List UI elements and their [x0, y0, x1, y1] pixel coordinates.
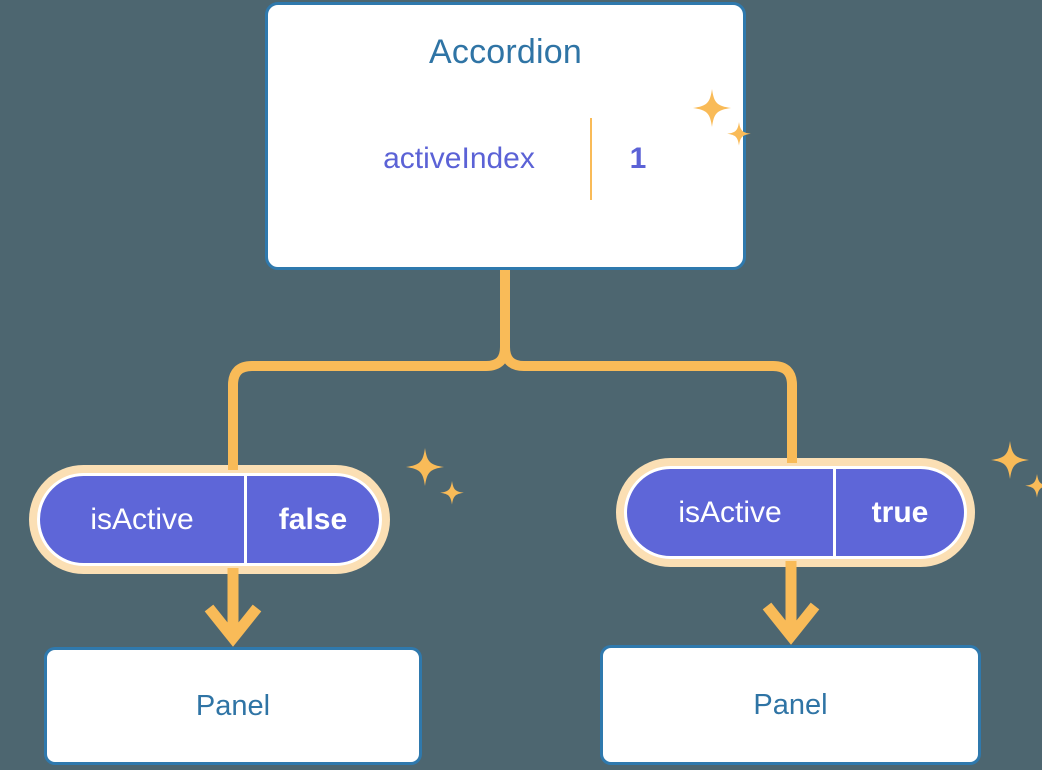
panel-component-card-left[interactable]: Panel: [44, 647, 422, 765]
panel-title: Panel: [753, 688, 828, 721]
state-pill-value: 1: [629, 142, 647, 175]
prop-pill-is-active-false[interactable]: isActive false: [29, 465, 390, 574]
accordion-title: Accordion: [429, 33, 582, 71]
arrow-right: [762, 561, 820, 645]
panel-title: Panel: [195, 689, 271, 722]
state-pill-key: activeIndex: [328, 118, 592, 200]
arrow-left: [204, 568, 262, 647]
state-pill-active-index[interactable]: activeIndex 1: [317, 107, 695, 211]
panel-component-card-right[interactable]: Panel: [600, 645, 981, 765]
prop-pill-key: isActive: [40, 476, 247, 563]
connector-branch-left: [228, 270, 510, 470]
prop-pill-value: true: [871, 495, 929, 529]
connector-branch-right: [500, 270, 797, 463]
prop-pill-value: false: [278, 502, 348, 536]
prop-pill-is-active-true[interactable]: isActive true: [616, 458, 975, 567]
prop-pill-key: isActive: [627, 469, 836, 556]
